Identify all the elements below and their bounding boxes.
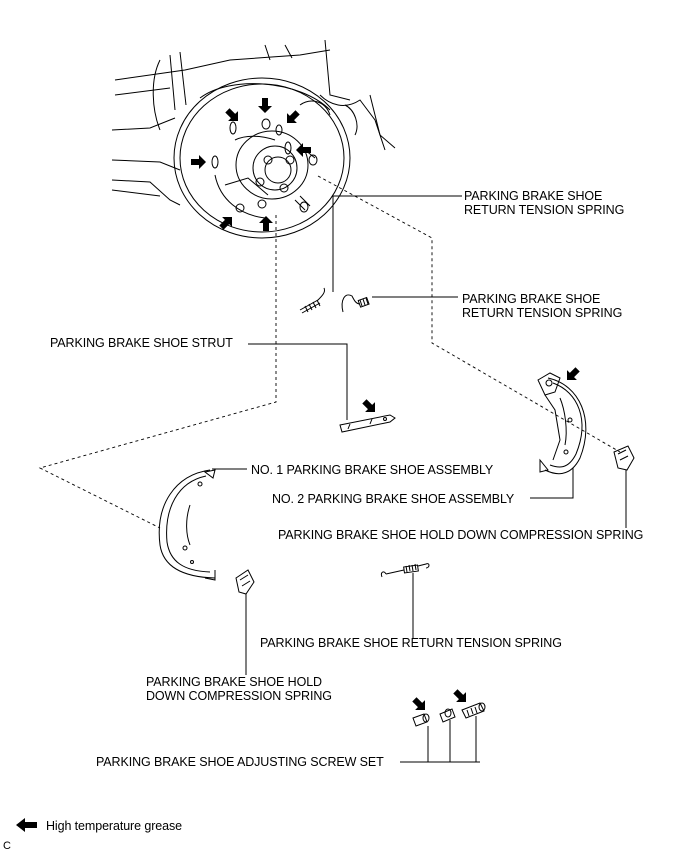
label-return-spring-top-2: RETURN TENSION SPRING (464, 203, 625, 217)
strut-part (339, 414, 396, 433)
leader-lines (212, 195, 627, 763)
return-tension-spring-lower-part (381, 563, 430, 578)
label-strut: PARKING BRAKE SHOE STRUT (50, 336, 233, 350)
label-return-spring-mid-1: PARKING BRAKE SHOE (462, 292, 601, 306)
grease-arrow-strut (359, 396, 380, 417)
label-hold-down-left-2: DOWN COMPRESSION SPRING (146, 689, 332, 703)
adjusting-screw-set-part (412, 702, 486, 727)
arrow-left-icon (16, 818, 37, 832)
label-no2-shoe: NO. 2 PARKING BRAKE SHOE ASSEMBLY (272, 492, 515, 506)
no1-shoe-part (158, 469, 216, 581)
return-tension-springs-upper (299, 287, 370, 314)
label-return-spring-mid-2: RETURN TENSION SPRING (462, 306, 623, 320)
no2-shoe-part (537, 372, 587, 475)
label-return-spring-top-1: PARKING BRAKE SHOE (464, 189, 603, 203)
backing-plate-assembly (111, 39, 396, 239)
figure-code: C (3, 840, 11, 852)
legend-text: High temperature grease (46, 819, 182, 833)
label-hold-down-right: PARKING BRAKE SHOE HOLD DOWN COMPRESSION… (278, 528, 644, 542)
grease-arrow-no2-shoe (562, 364, 583, 385)
hold-down-spring-right-part (613, 445, 635, 471)
label-hold-down-left-1: PARKING BRAKE SHOE HOLD (146, 675, 322, 689)
label-no1-shoe: NO. 1 PARKING BRAKE SHOE ASSEMBLY (251, 463, 494, 477)
hold-down-spring-left-part (235, 569, 255, 595)
grease-arrows-adjusting-screw (409, 686, 471, 715)
label-adjusting-screw: PARKING BRAKE SHOE ADJUSTING SCREW SET (96, 755, 384, 769)
label-return-spring-lower: PARKING BRAKE SHOE RETURN TENSION SPRING (260, 636, 562, 650)
grease-arrows-backing-plate (191, 98, 311, 233)
dashed-assembly-lines (38, 175, 621, 529)
